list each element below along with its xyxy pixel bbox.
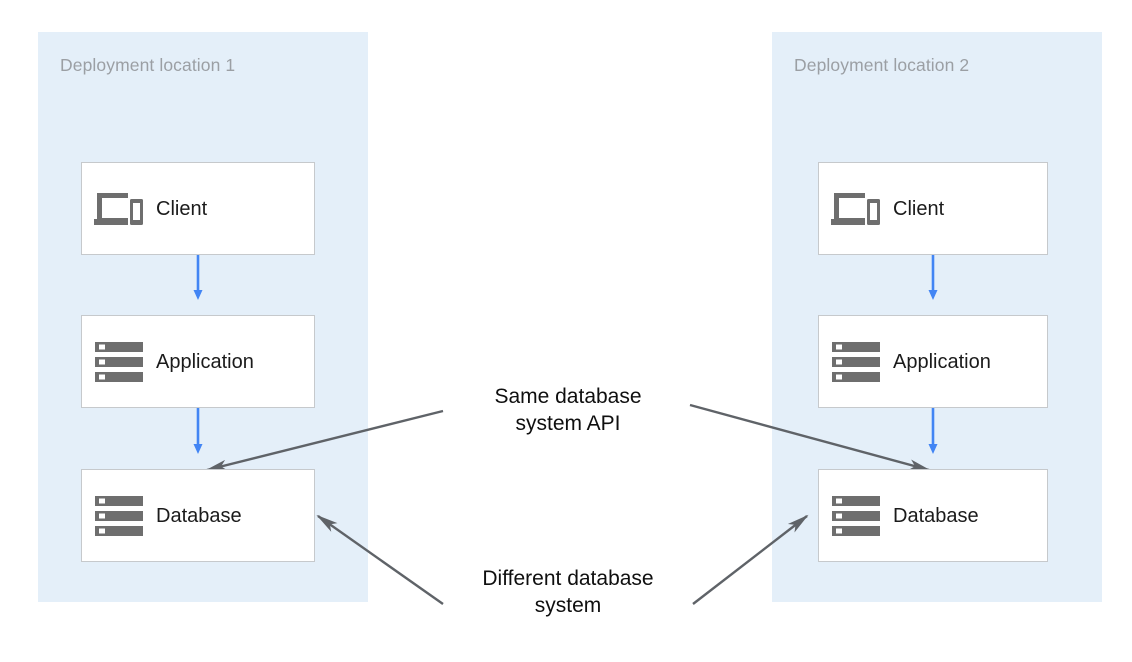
server-icon bbox=[82, 495, 156, 537]
node-client-1[interactable]: Client bbox=[81, 162, 315, 255]
node-client-2-label: Client bbox=[893, 197, 945, 220]
node-client-1-label: Client bbox=[156, 197, 208, 220]
devices-icon bbox=[82, 189, 156, 229]
annotation-different-database-system: Different database system bbox=[482, 567, 654, 617]
node-database-2-label: Database bbox=[893, 504, 979, 527]
server-icon bbox=[819, 341, 893, 383]
node-application-1-label: Application bbox=[156, 350, 254, 373]
node-database-1-label: Database bbox=[156, 504, 242, 527]
node-client-2[interactable]: Client bbox=[818, 162, 1048, 255]
server-icon bbox=[819, 495, 893, 537]
annotation-same-database-system-api: Same database system API bbox=[494, 385, 642, 435]
deployment-location-1-title: Deployment location 1 bbox=[60, 55, 236, 75]
node-application-2-label: Application bbox=[893, 350, 991, 373]
deployment-location-2-title: Deployment location 2 bbox=[794, 55, 970, 75]
node-database-1[interactable]: Database bbox=[81, 469, 315, 562]
server-icon bbox=[82, 341, 156, 383]
node-application-1[interactable]: Application bbox=[81, 315, 315, 408]
node-database-2[interactable]: Database bbox=[818, 469, 1048, 562]
node-application-2[interactable]: Application bbox=[818, 315, 1048, 408]
devices-icon bbox=[819, 189, 893, 229]
